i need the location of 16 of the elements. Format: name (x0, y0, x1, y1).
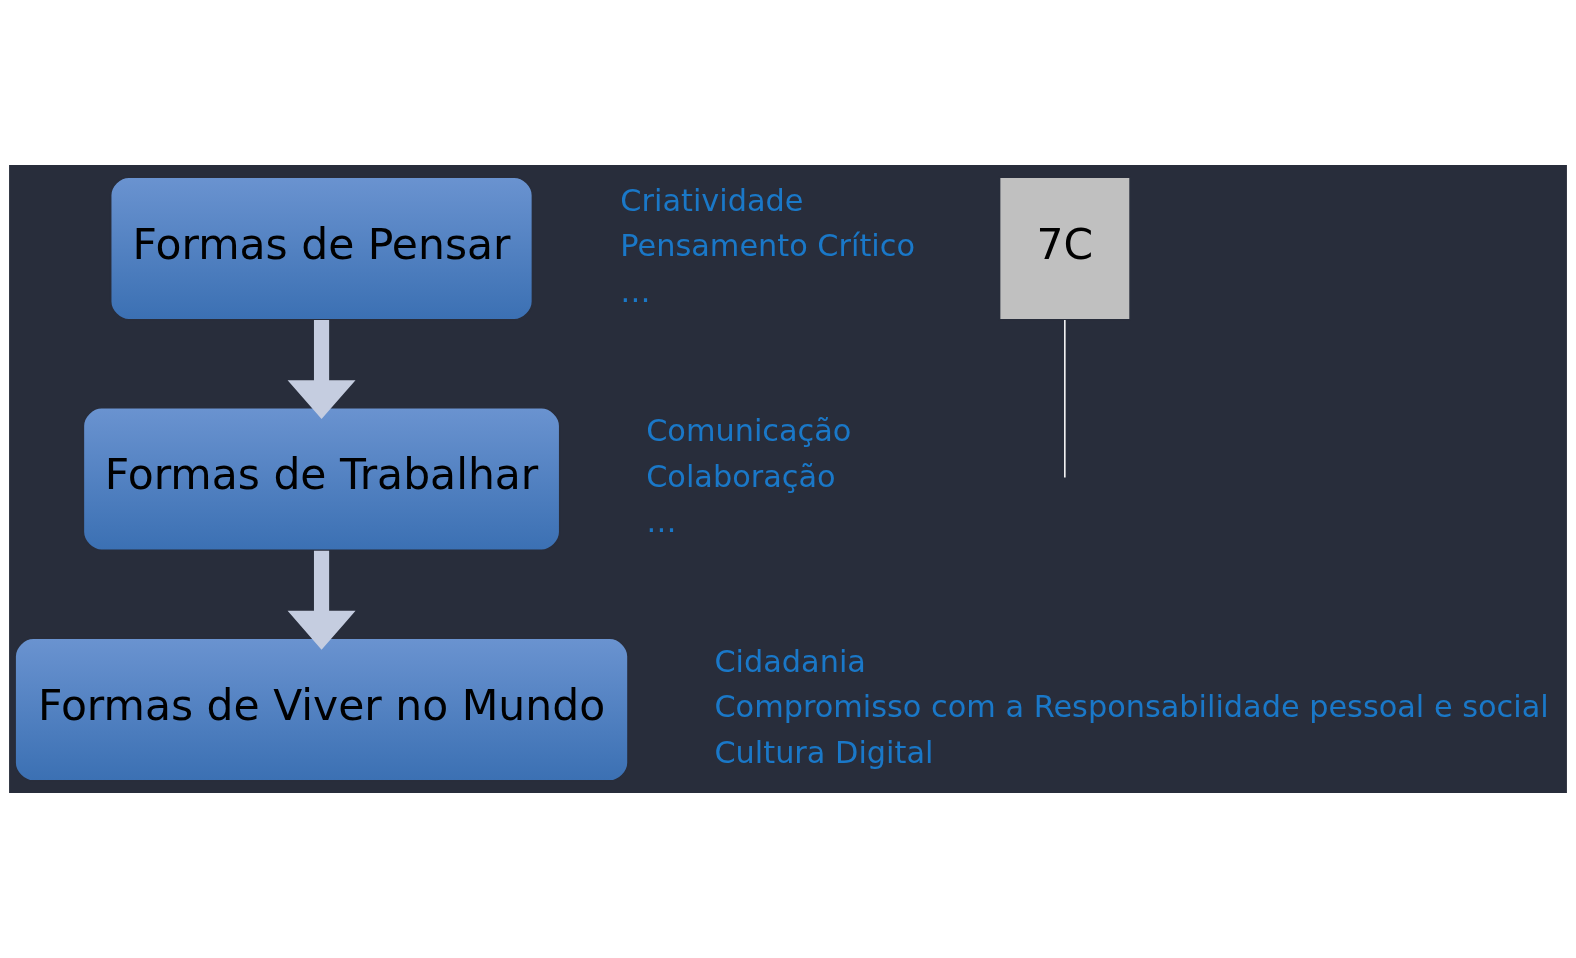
node-label: … (646, 504, 677, 540)
node-box: Formas de Pensar (109, 176, 534, 321)
node-label: Pensamento Crítico (620, 228, 915, 264)
node-label: Compromisso com a Responsabilidade pessoal e social (714, 689, 1549, 725)
arrow (287, 320, 356, 420)
node-box: 7C (998, 176, 1131, 321)
node-box: Formas de Viver no Mundo (14, 637, 629, 782)
node-label: Colaboração (646, 458, 836, 494)
node-label: … (620, 273, 651, 309)
node-label: Cidadania (714, 643, 866, 679)
node-label: Comunicação (646, 413, 852, 449)
node-label: Cultura Digital (714, 734, 934, 770)
node-box: Formas de Trabalhar (82, 406, 561, 552)
arrow (287, 550, 356, 650)
node-label: Criatividade (620, 182, 804, 218)
connector (1064, 319, 1066, 479)
